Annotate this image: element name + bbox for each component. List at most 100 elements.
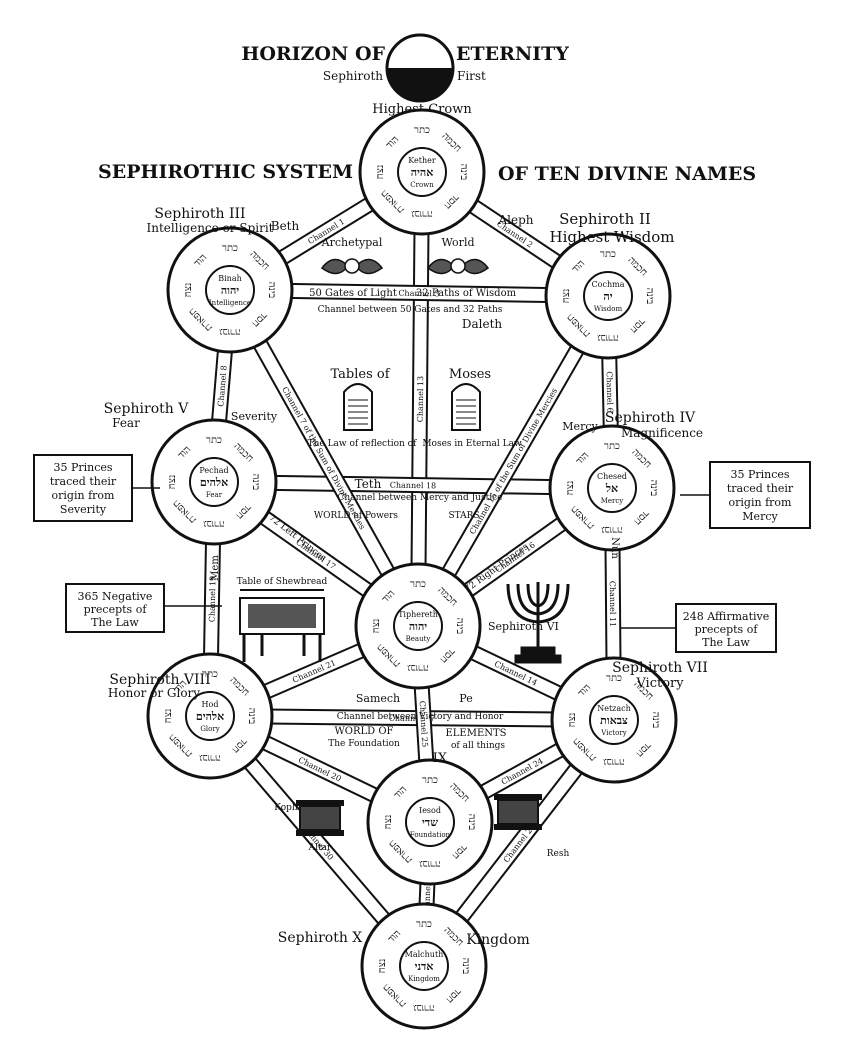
label-tables-of: Tables of [330, 367, 390, 382]
ring-word-chesed-4: גבורה [601, 524, 622, 535]
sephirah-divine-kether: אהיה [411, 166, 434, 179]
box-left-princes-line-1: 35 Princes [53, 461, 112, 474]
label-seph9: IX [433, 751, 448, 766]
ring-word-netzach-4: גבורה [603, 756, 624, 767]
sephirah-attr-netzach: Victory [600, 729, 626, 737]
ring-word-kether-4: גבורה [411, 208, 432, 219]
sephirah-divine-netzach: צבאות [600, 714, 628, 727]
label-seph8-sub: Honor or Glory [108, 686, 200, 700]
box-left-princes: 35 Princes traced their origin from Seve… [33, 454, 160, 522]
ring-word-tiphereth-6: נצח [371, 619, 382, 633]
ring-word-chokmah-0: כתר [600, 249, 616, 260]
box-right-princes: 35 Princes traced their origin from Merc… [680, 461, 811, 529]
label-seph4: Sephiroth IV [605, 410, 696, 426]
sephirah-center-binah [205, 265, 255, 315]
sephirah-tiphereth: כתרחכמהבינהחסדגבורהתפארתנצחהודTipherethי… [354, 562, 482, 690]
channel-label-geburah-chesed: Channel 18 [390, 481, 437, 491]
sephirah-divine-chesed: אל [605, 482, 618, 495]
sephirah-center-chesed [587, 463, 637, 513]
channel-label-tiphereth-yesod: Channel 25 [418, 701, 430, 748]
sephirah-name-kether: Kether [408, 156, 436, 165]
sephirah-netzach: כתרחכמהבינהחסדגבורהתפארתנצחהודNetzachצבא… [550, 656, 678, 784]
box-affirmative-line-2: precepts of [695, 623, 759, 636]
ring-word-hod-2: בינה [246, 708, 257, 725]
channel-label-chokmah-binah: Channel 3 [398, 289, 439, 299]
box-left-princes-line-2: traced their [50, 475, 117, 488]
ring-word-netzach-2: בינה [650, 712, 661, 729]
sephirah-binah: כתרחכמהבינהחסדגבורהתפארתנצחהודBinahיהוהI… [166, 226, 294, 354]
label-mercy: Mercy [562, 420, 598, 433]
label-teth: Teth [355, 477, 382, 491]
label-aleph: Aleph [497, 213, 533, 227]
box-left-princes-line-3: origin from [52, 489, 115, 502]
ring-word-kether-6: נצח [375, 165, 386, 179]
ring-word-hod-4: גבורה [199, 752, 220, 763]
label-foundation: The Foundation [328, 739, 400, 749]
label-mem: Mem [210, 555, 221, 581]
sephirah-center-geburah [189, 457, 239, 507]
horizon-lower-half [387, 68, 453, 101]
label-channel-between: Channel between 50 Gates and 32 Paths [318, 305, 503, 315]
box-negative-line-3: The Law [91, 616, 139, 629]
cherub-left [320, 258, 384, 275]
ring-word-malkuth-6: נצח [377, 959, 388, 973]
label-world: World [442, 236, 475, 249]
label-daleth: Daleth [462, 317, 503, 331]
ring-word-geburah-6: נצח [167, 475, 178, 489]
label-of-all: of all things [451, 741, 505, 751]
channel-label-binah-geburah: Channel 8 [216, 365, 228, 407]
channel-label-chesed-netzach: Channel 11 [608, 581, 617, 627]
ring-word-chesed-0: כתר [604, 441, 620, 452]
box-negative-line-2: precepts of [84, 603, 148, 616]
box-right-princes-line-2: traced their [727, 482, 794, 495]
sephirah-attr-yesod: Foundation [410, 831, 451, 839]
ring-word-yesod-4: גבורה [419, 858, 440, 869]
ring-word-binah-6: נצח [183, 283, 194, 297]
ring-word-geburah-4: גבורה [203, 518, 224, 529]
sephirah-center-hod [185, 691, 235, 741]
label-seph10: Sephiroth X [278, 930, 363, 946]
sephirah-divine-geburah: אלהים [200, 476, 228, 489]
label-nun: Nun [609, 537, 620, 559]
label-beth: Beth [271, 219, 300, 233]
label-kingdom: Kingdom [466, 932, 530, 948]
label-seph2: Sephiroth II [559, 210, 651, 228]
channel-kether-tiphereth: Channel 13 [409, 170, 431, 628]
channel-label-geburah-hod: Channel 19 [208, 576, 218, 623]
sephirah-center-chokmah [583, 271, 633, 321]
label-seph8: Sephiroth VIII [109, 672, 210, 688]
altar-left [296, 800, 344, 836]
ring-word-chesed-2: בינה [648, 480, 659, 497]
sephirah-malkuth: כתרחכמהבינהחסדגבורהתפארתנצחהודMalchuthאד… [360, 902, 488, 1030]
label-severity: Severity [231, 410, 278, 423]
label-moses: Moses [449, 367, 491, 382]
header-sub-right: First [457, 69, 486, 83]
altar-right [494, 794, 542, 830]
ring-word-binah-4: גבורה [219, 326, 240, 337]
label-archetypal: Archetypal [321, 236, 383, 249]
ring-word-tiphereth-0: כתר [410, 579, 426, 590]
sephirah-center-malkuth [399, 941, 449, 991]
tablet-left [343, 383, 373, 431]
sephirah-attr-geburah: Fear [206, 491, 223, 499]
channel-label-kether-tiphereth: Channel 13 [416, 376, 425, 422]
sephiroth-layer: כתרחכמהבינהחסדגבורהתפארתנצחהודKetherאהיה… [146, 108, 678, 1030]
sephirah-divine-malkuth: אדני [415, 960, 434, 973]
sephirah-geburah: כתרחכמהבינהחסדגבורהתפארתנצחהודPechadאלהי… [150, 418, 278, 546]
sephirah-name-geburah: Pechad [199, 466, 228, 475]
label-channel-victory: Channel between Victory and Honor [337, 712, 504, 722]
label-world-of: WORLD OF [335, 726, 394, 737]
labels: Sephiroth II Highest Wisdom Sephiroth II… [104, 206, 708, 948]
ring-word-malkuth-2: בינה [460, 958, 471, 975]
label-moses-eternal: Moses in Eternal Law [422, 439, 522, 449]
ring-word-yesod-0: כתר [422, 775, 438, 786]
label-seph7: Sephiroth VII [612, 660, 708, 676]
sephirah-name-yesod: Iesod [419, 806, 441, 815]
system-title-right: OF TEN DIVINE NAMES [498, 163, 756, 185]
box-negative-precepts: 365 Negative precepts of The Law [65, 583, 222, 633]
ring-word-binah-0: כתר [222, 243, 238, 254]
sephirah-center-kether [397, 147, 447, 197]
sephirah-name-malkuth: Malchuth [405, 950, 444, 959]
ring-word-kether-2: בינה [458, 164, 469, 181]
box-right-princes-line-4: Mercy [742, 510, 778, 523]
